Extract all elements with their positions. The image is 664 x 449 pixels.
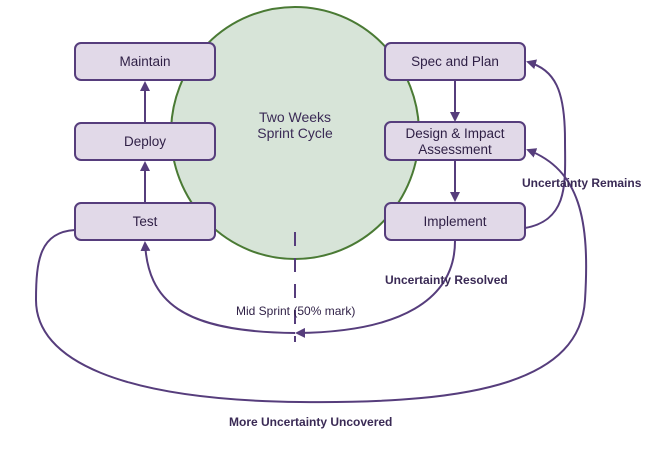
sprint-cycle-title-line1: Two Weeks [259, 109, 331, 125]
arrow-more-uncertainty [34, 148, 588, 404]
arrow-mid-to-test [140, 241, 296, 334]
arrow-uncertainty-resolved [295, 240, 456, 338]
sprint-cycle-title-line2: Sprint Cycle [257, 125, 333, 141]
arrow-uncertainty-remains [524, 59, 567, 229]
node-design-label-line2: Assessment [418, 142, 492, 157]
node-design-label-line1: Design & Impact [405, 126, 504, 141]
node-deploy-label: Deploy [124, 134, 166, 149]
node-maintain[interactable]: Maintain [74, 42, 216, 81]
node-maintain-label: Maintain [119, 54, 170, 69]
node-spec-and-plan[interactable]: Spec and Plan [384, 42, 526, 81]
node-spec-label: Spec and Plan [411, 54, 499, 69]
node-implement[interactable]: Implement [384, 202, 526, 241]
node-implement-label: Implement [423, 214, 486, 229]
label-mid-sprint: Mid Sprint (50% mark) [236, 304, 355, 318]
label-more-uncertainty: More Uncertainty Uncovered [229, 415, 392, 429]
node-deploy[interactable]: Deploy [74, 122, 216, 161]
node-design-impact[interactable]: Design & Impact Assessment [384, 121, 526, 161]
label-uncertainty-remains: Uncertainty Remains [522, 176, 642, 190]
node-test-label: Test [133, 214, 158, 229]
node-test[interactable]: Test [74, 202, 216, 241]
label-uncertainty-resolved: Uncertainty Resolved [385, 273, 508, 287]
